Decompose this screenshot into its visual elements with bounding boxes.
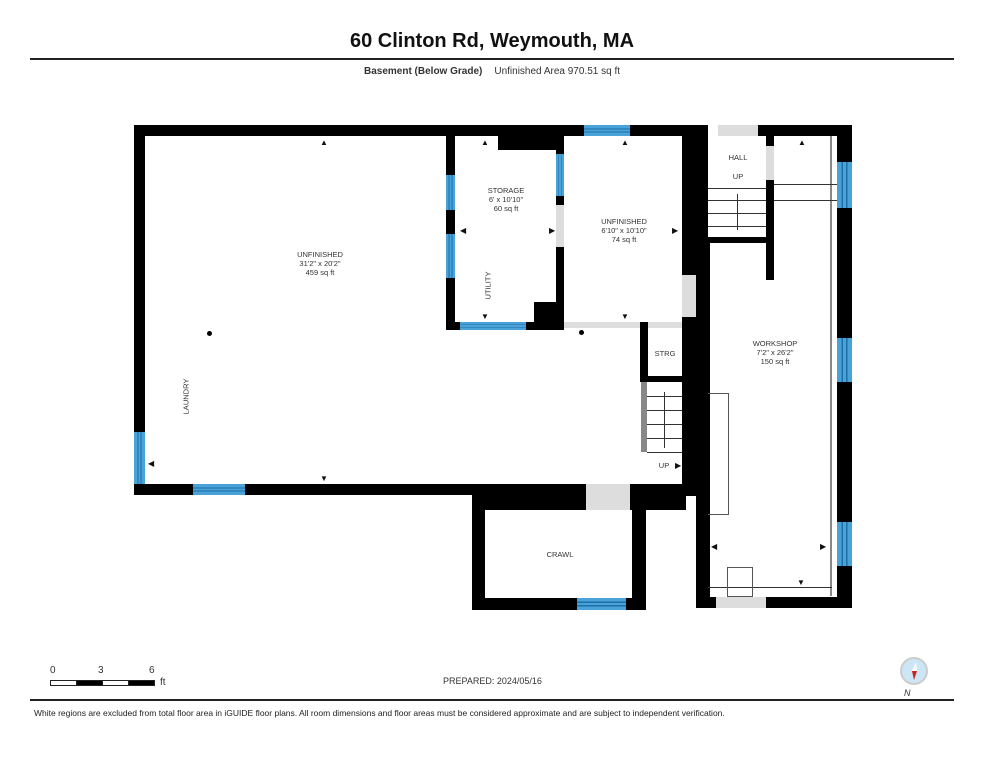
wall <box>446 125 455 330</box>
wall <box>758 125 852 136</box>
hall-stair-up: UP <box>732 172 744 181</box>
wall <box>766 597 852 608</box>
room-crawl: CRAWL <box>546 550 574 559</box>
disclaimer: White regions are excluded from total fl… <box>34 708 725 718</box>
marker-dot <box>207 331 212 336</box>
prepared-date: PREPARED: 2024/05/16 <box>443 676 542 686</box>
window <box>193 484 245 495</box>
level-summary: Basement (Below Grade) Unfinished Area 97… <box>0 66 984 77</box>
level-name: Basement (Below Grade) <box>363 66 483 77</box>
wall <box>708 237 774 243</box>
wall <box>640 376 686 382</box>
wall <box>446 125 708 136</box>
room-strg: STRG <box>654 349 676 358</box>
door[interactable] <box>556 205 564 247</box>
room-utility: UTILITY <box>483 271 493 300</box>
opening <box>564 322 684 328</box>
wall <box>766 180 774 280</box>
window <box>556 154 564 196</box>
door[interactable] <box>766 146 774 180</box>
footer-rule <box>30 699 954 701</box>
wall <box>632 484 646 610</box>
window <box>134 432 145 484</box>
window <box>837 522 852 566</box>
wall <box>498 136 558 150</box>
wall <box>696 243 710 608</box>
window <box>446 234 455 278</box>
wall <box>134 125 454 136</box>
window <box>460 322 526 330</box>
wall <box>696 597 716 608</box>
stair-up-label: UP <box>658 461 670 470</box>
page-title: 60 Clinton Rd, Weymouth, MA <box>349 30 635 52</box>
header-rule <box>30 58 954 60</box>
wall <box>134 484 694 495</box>
door[interactable] <box>716 597 766 608</box>
window <box>837 338 852 382</box>
room-hall: HALL <box>728 153 748 162</box>
opening <box>586 484 630 510</box>
stair-rail <box>641 382 647 452</box>
window <box>584 125 630 136</box>
step <box>727 567 753 597</box>
window <box>837 162 852 208</box>
wall <box>134 125 145 495</box>
room-laundry: LAUNDRY <box>181 378 191 415</box>
marker-dot <box>579 330 584 335</box>
level-area: Unfinished Area 970.51 sq ft <box>494 66 620 77</box>
compass-north-label: N <box>904 688 911 698</box>
window <box>577 598 626 610</box>
counter <box>708 393 729 515</box>
window <box>446 175 455 210</box>
wall <box>640 322 648 382</box>
compass-icon <box>900 657 928 685</box>
wall <box>472 484 586 510</box>
wall <box>534 302 564 330</box>
door[interactable] <box>718 125 758 136</box>
wall <box>472 484 485 610</box>
wall <box>766 136 774 146</box>
